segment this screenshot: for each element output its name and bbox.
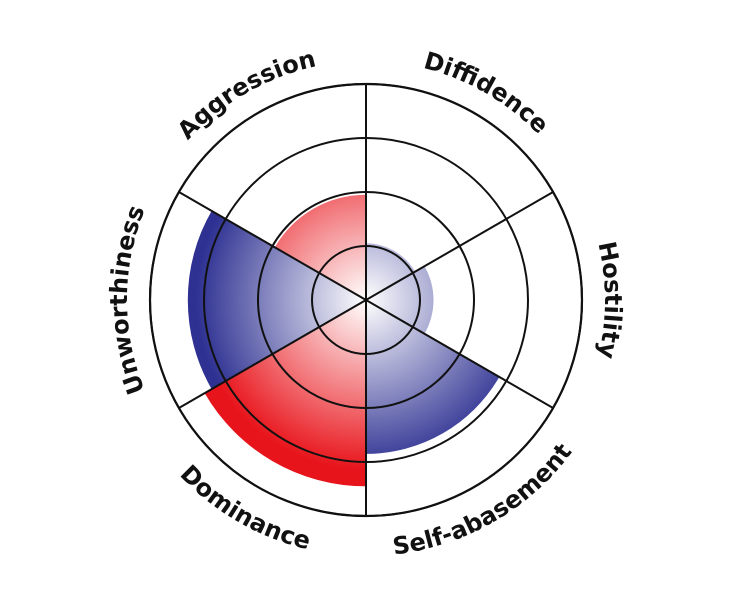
spoke-5 [178, 191, 367, 301]
wedge-dominance [204, 300, 366, 487]
wedge-layer [187, 194, 500, 487]
spoke-1 [365, 191, 554, 301]
label-text-unworthiness: Unworthiness [105, 202, 150, 399]
label-text-diffidence: Diffidence [421, 46, 554, 139]
label-text-hostility: Hostility [592, 239, 627, 362]
wedge-unworthiness [187, 210, 366, 390]
grid-layer [148, 82, 584, 518]
label-unworthiness: Unworthiness [105, 202, 150, 399]
spoke-2 [365, 299, 554, 409]
spoke-4 [178, 299, 367, 409]
wedge-aggression [274, 194, 366, 300]
label-diffidence: Diffidence [421, 46, 554, 139]
label-dominance: Dominance [175, 460, 314, 556]
label-self-abasement: Self-abasement [391, 438, 577, 560]
label-text-self-abasement: Self-abasement [391, 438, 577, 560]
label-text-dominance: Dominance [175, 460, 314, 556]
label-hostility: Hostility [592, 239, 627, 362]
wedge-self-abasement [366, 300, 500, 454]
overlay-wedge-diffidence [366, 243, 416, 300]
